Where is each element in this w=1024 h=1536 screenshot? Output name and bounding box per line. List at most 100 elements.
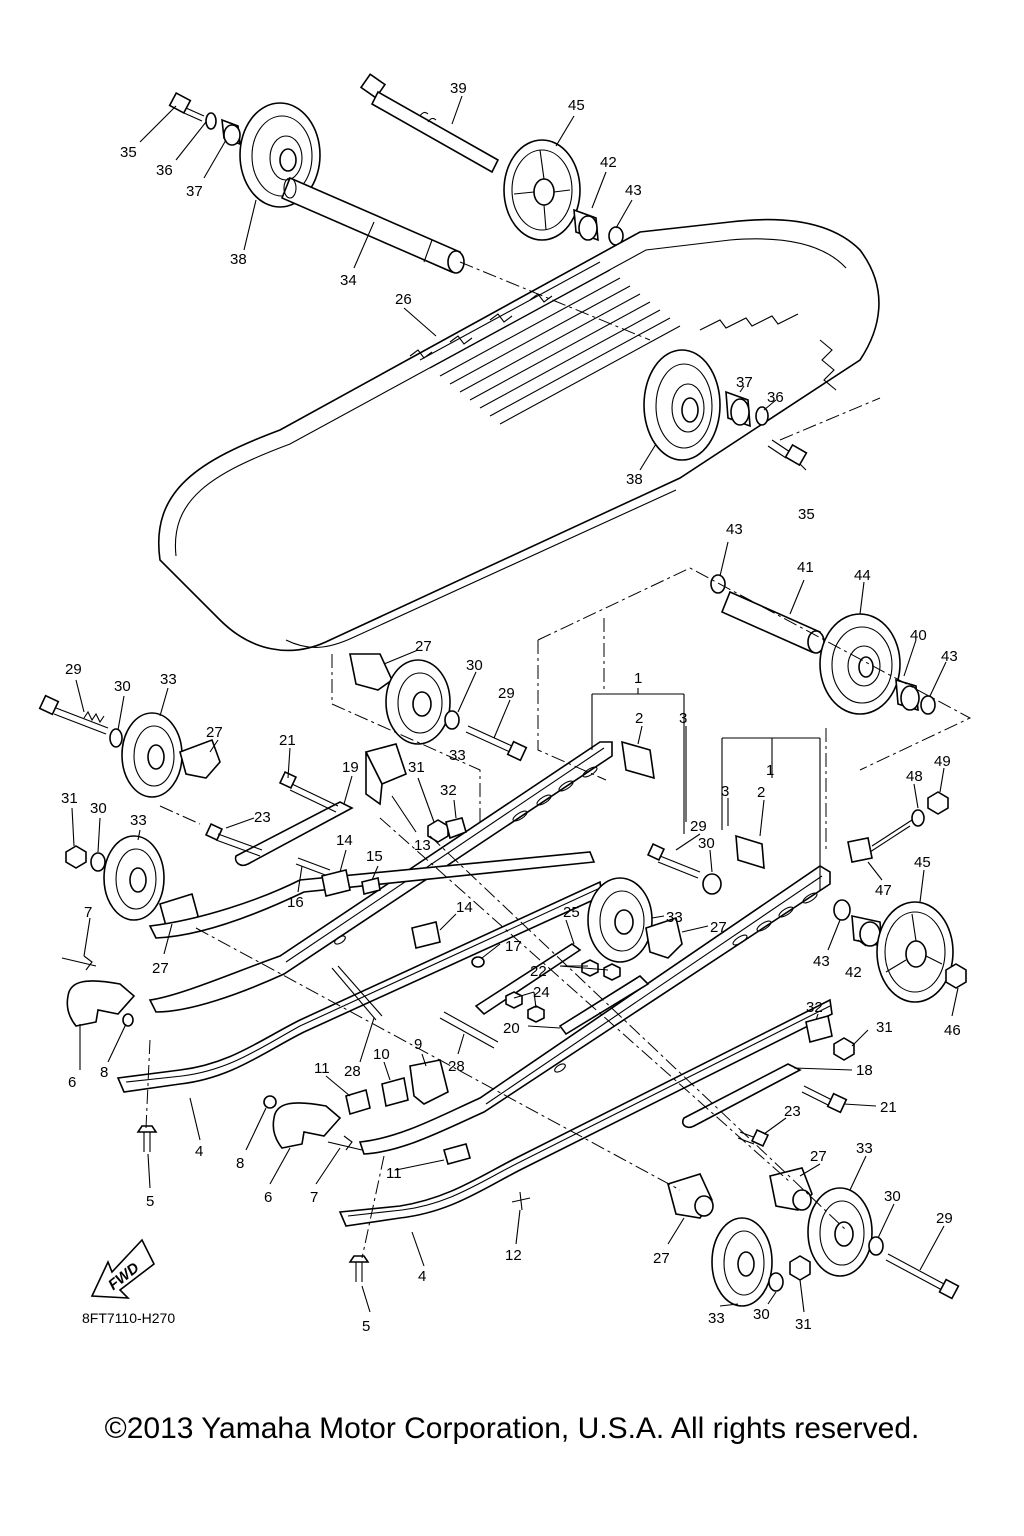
idler-wheel-part <box>587 877 653 963</box>
axis-lines <box>159 805 847 1231</box>
callout-label: 39 <box>450 80 467 97</box>
shaft-part <box>280 176 465 274</box>
washer-part <box>205 112 217 130</box>
callout-label: 20 <box>503 1020 520 1037</box>
callout-label: 42 <box>600 154 617 171</box>
axle-part <box>359 73 500 174</box>
callout-label: 33 <box>130 812 147 829</box>
washer-part <box>444 710 460 730</box>
callout-label: 43 <box>941 648 958 665</box>
callout-label: 1 <box>634 670 642 687</box>
callout-label: 19 <box>342 759 359 776</box>
callout-label: 27 <box>415 638 432 655</box>
callout-label: 33 <box>856 1140 873 1157</box>
leader-lines <box>71 95 959 1313</box>
callout-label: 27 <box>810 1148 827 1165</box>
spoked-wheel-part <box>876 901 954 1003</box>
callout-label: 8 <box>236 1155 244 1172</box>
callout-label: 9 <box>414 1036 422 1053</box>
callout-label: 7 <box>84 904 92 921</box>
washer-part <box>90 852 106 872</box>
callout-label: 29 <box>65 661 82 678</box>
idler-wheel-part <box>239 102 321 208</box>
idler-wheel-part <box>121 712 183 798</box>
lower-right-wheels <box>667 1167 960 1307</box>
callout-label: 29 <box>936 1210 953 1227</box>
callout-label: 48 <box>906 768 923 785</box>
callout-label: 27 <box>152 960 169 977</box>
callout-label: 27 <box>206 724 223 741</box>
callout-label: 30 <box>753 1306 770 1323</box>
callout-label: 47 <box>875 882 892 899</box>
callout-label: 2 <box>757 784 765 801</box>
idler-wheel-part <box>643 349 721 461</box>
front-parts <box>61 955 531 1282</box>
idler-wheel-part <box>103 835 165 921</box>
callout-label: 45 <box>914 854 931 871</box>
nut-part <box>927 791 949 815</box>
callout-label: 3 <box>679 710 687 727</box>
callout-label: 4 <box>195 1143 203 1160</box>
callout-label: 31 <box>795 1316 812 1333</box>
callout-label: 17 <box>505 938 522 955</box>
callout-label: 33 <box>666 909 683 926</box>
callout-label: 41 <box>797 559 814 576</box>
collar-part <box>221 118 241 146</box>
idler-wheel-part <box>819 613 901 715</box>
callout-label: 12 <box>505 1247 522 1264</box>
spoked-wheel-part <box>503 139 581 241</box>
callout-label: 18 <box>856 1062 873 1079</box>
callout-label: 28 <box>344 1063 361 1080</box>
callout-label: 1 <box>766 762 774 779</box>
callout-label: 43 <box>625 182 642 199</box>
callout-label: 30 <box>698 835 715 852</box>
callout-label: 29 <box>498 685 515 702</box>
idler-wheel-part <box>807 1187 873 1277</box>
upper-left-wheels <box>38 653 528 933</box>
callout-label: 36 <box>767 389 784 406</box>
callout-label: 5 <box>362 1318 370 1335</box>
callout-label: 6 <box>68 1074 76 1091</box>
collar-part <box>573 208 599 242</box>
washer-part <box>122 1013 134 1027</box>
callout-label: 28 <box>448 1058 465 1075</box>
callout-label: 32 <box>806 999 823 1016</box>
track-belt <box>157 218 881 652</box>
drawing-code: 8FT7110-H270 <box>82 1310 175 1326</box>
callout-label: 29 <box>690 818 707 835</box>
washer-part <box>109 728 123 748</box>
callout-label: 23 <box>784 1103 801 1120</box>
callout-label: 3 <box>721 783 729 800</box>
callout-label: 24 <box>533 984 550 1001</box>
idler-wheel-part <box>711 1217 773 1307</box>
callout-label: 33 <box>708 1310 725 1327</box>
callout-label: 25 <box>563 904 580 921</box>
callout-label: 45 <box>568 97 585 114</box>
washer-part <box>833 899 851 921</box>
callout-label: 21 <box>880 1099 897 1116</box>
washer-part <box>710 574 726 594</box>
callout-label: 5 <box>146 1193 154 1210</box>
nut-part <box>65 845 87 869</box>
callout-label: 44 <box>854 567 871 584</box>
callout-label: 37 <box>186 183 203 200</box>
callout-label: 33 <box>449 747 466 764</box>
callout-label: 30 <box>114 678 131 695</box>
nut-part <box>427 819 449 843</box>
callout-label: 31 <box>876 1019 893 1036</box>
rear-axle-assembly <box>537 567 972 771</box>
callout-label: 35 <box>120 144 137 161</box>
bolt-part <box>168 91 205 122</box>
callout-label: 30 <box>466 657 483 674</box>
callout-label: 10 <box>373 1046 390 1063</box>
nut-part <box>945 963 967 989</box>
callout-label: 7 <box>310 1189 318 1206</box>
callout-label: 13 <box>414 837 431 854</box>
nut-part <box>833 1037 855 1061</box>
callout-label: 35 <box>798 506 815 523</box>
callout-label: 42 <box>845 964 862 981</box>
copyright-notice: ©2013 Yamaha Motor Corporation, U.S.A. A… <box>104 1412 920 1445</box>
nut-part <box>527 1005 545 1023</box>
fwd-arrow-icon: FWD <box>90 1238 156 1299</box>
callout-label: 11 <box>386 1165 402 1182</box>
